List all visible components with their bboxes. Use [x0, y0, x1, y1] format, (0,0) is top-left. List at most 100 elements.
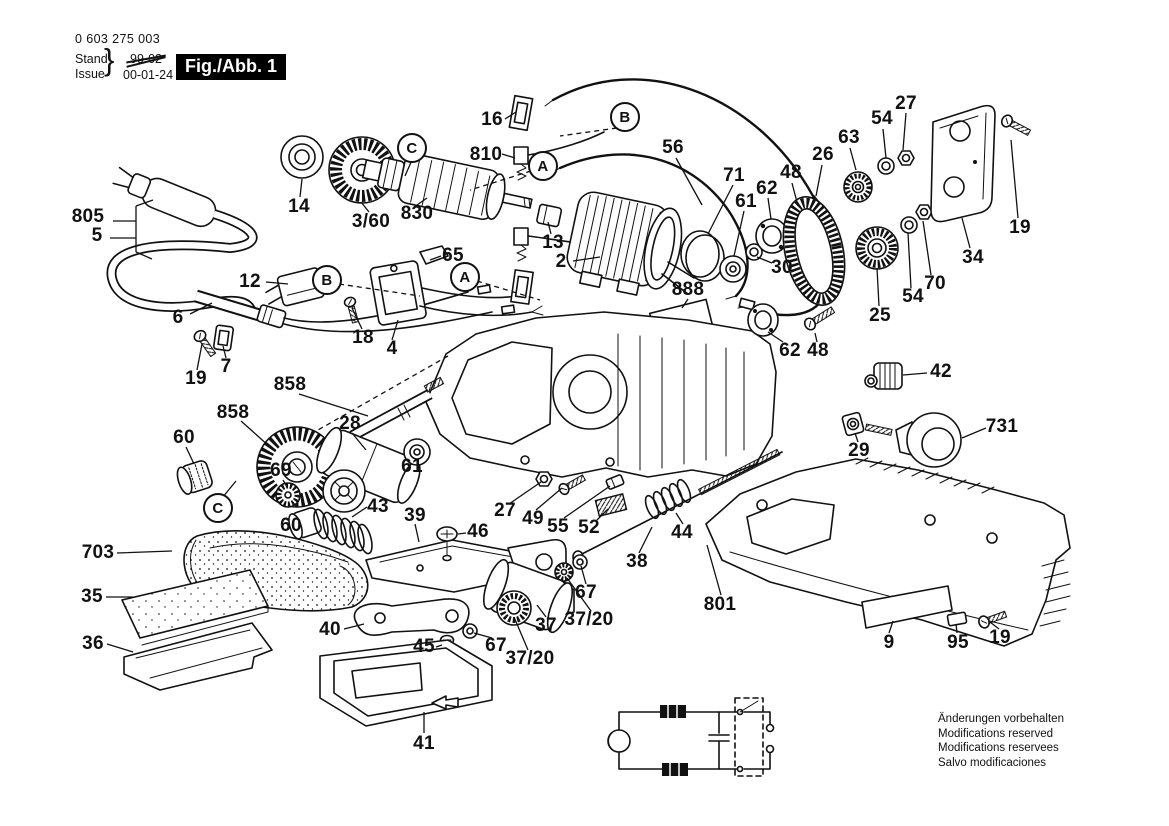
base-frame-41 [319, 639, 493, 727]
note-line: Modifications reserved [938, 727, 1054, 740]
callout-b: B [610, 102, 640, 132]
screw-19-left [193, 329, 217, 358]
part-label-810: 810 [469, 144, 503, 165]
part-label-19: 19 [1009, 217, 1031, 238]
washer-54-top [877, 157, 895, 175]
rings-71 [680, 230, 725, 282]
bearing-61-top [719, 255, 747, 283]
part-label-39: 39 [404, 505, 426, 526]
reference-lines [317, 127, 618, 431]
nut-70 [915, 204, 933, 220]
part-label-61: 61 [735, 191, 757, 212]
screw-19-top-right [1000, 114, 1032, 137]
idler-roller-37 [482, 558, 574, 634]
part-label-34: 34 [962, 247, 984, 268]
dust-tray-36 [123, 622, 273, 691]
screw-48-bottom [803, 306, 836, 331]
part-label-19: 19 [989, 627, 1011, 648]
part-label-36: 36 [82, 633, 104, 654]
nut-29 [841, 411, 865, 437]
lever-40 [353, 598, 470, 636]
screw-49 [558, 474, 587, 496]
figure-label: Fig./Abb. 1 [176, 54, 286, 80]
part-label-60: 60 [173, 427, 195, 448]
sleeve-60-upper [176, 460, 213, 495]
nut-27-top [897, 150, 915, 166]
chip-95 [946, 611, 968, 627]
part-label-26: 26 [812, 144, 834, 165]
part-label-54: 54 [871, 108, 893, 129]
stand-label: Stand [75, 52, 108, 66]
brush-holder-16-top [508, 94, 534, 132]
callout-a: A [450, 262, 480, 292]
part-label-48: 48 [780, 162, 802, 183]
part-label-2: 2 [555, 251, 567, 272]
gear-housing [425, 311, 777, 478]
revision-notes: Änderungen vorbehalten Modifications res… [938, 712, 1064, 770]
note-line: Modifications reservees [938, 742, 1059, 754]
drive-belt-26 [782, 196, 846, 306]
part-label-70: 70 [924, 273, 946, 294]
adjust-knob-42 [864, 362, 903, 390]
part-label-42: 42 [930, 361, 952, 382]
flange-62-bottom [747, 303, 779, 337]
carbon-brush-810-top [513, 131, 605, 181]
callout-c: C [397, 133, 427, 163]
armature-830 [361, 153, 533, 221]
part-label-48: 48 [807, 340, 829, 361]
power-cord [106, 166, 516, 333]
part-label-69: 69 [270, 460, 292, 481]
gear-shaft-858 [349, 376, 445, 441]
part-number: 0 603 275 003 [75, 32, 161, 46]
part-label-27: 27 [895, 93, 917, 114]
part-label-4: 4 [386, 338, 398, 359]
part-label-71: 71 [723, 165, 745, 186]
note-line: Salvo modificaciones [938, 756, 1047, 769]
part-label-35: 35 [81, 586, 103, 607]
part-label-16: 16 [481, 109, 503, 130]
part-label-13: 13 [542, 232, 564, 253]
brace-glyph: } [104, 42, 115, 77]
knob-731 [895, 412, 962, 468]
part-label-49: 49 [522, 508, 544, 529]
part-label-805: 805 [71, 206, 105, 227]
part-label-46: 46 [467, 521, 489, 542]
ring-37-20-right [554, 562, 574, 582]
part-label-45: 45 [413, 636, 435, 657]
part-label-29: 29 [848, 440, 870, 461]
bracket-805-5 [110, 199, 154, 260]
spring-43 [313, 508, 373, 555]
part-label-40: 40 [319, 619, 341, 640]
part-label-60: 60 [280, 515, 302, 536]
bearing-61-lower [403, 438, 431, 466]
revision-new: 00-01-24 [123, 68, 174, 82]
part-label-95: 95 [947, 632, 969, 653]
callout-c: C [203, 493, 233, 523]
brush-holder-16-bottom [510, 269, 534, 305]
part-label-37: 37 [535, 615, 557, 636]
part-label-41: 41 [413, 733, 435, 754]
belt-cover-34 [930, 104, 996, 223]
part-label-19: 19 [185, 368, 207, 389]
pulley-25 [855, 226, 899, 270]
washer-67-right [572, 554, 588, 570]
screw-18 [343, 296, 359, 324]
leader-lines [106, 111, 1019, 733]
sanding-sheet-35 [121, 569, 269, 646]
part-label-5: 5 [91, 225, 103, 246]
field-stator-2 [566, 191, 683, 296]
part-label-6: 6 [172, 307, 184, 328]
part-label-67: 67 [575, 582, 597, 603]
part-label-858: 858 [273, 374, 307, 395]
part-label-888: 888 [671, 279, 705, 300]
callout-a: A [528, 151, 558, 181]
clip-7 [213, 324, 235, 352]
rear-housing-801 [705, 457, 1071, 647]
part-label-3-60: 3/60 [351, 211, 391, 232]
part-label-25: 25 [869, 305, 891, 326]
washer-54-bottom [900, 216, 918, 234]
part-label-62: 62 [779, 340, 801, 361]
arrow-icon [431, 695, 459, 710]
part-label-63: 63 [838, 127, 860, 148]
